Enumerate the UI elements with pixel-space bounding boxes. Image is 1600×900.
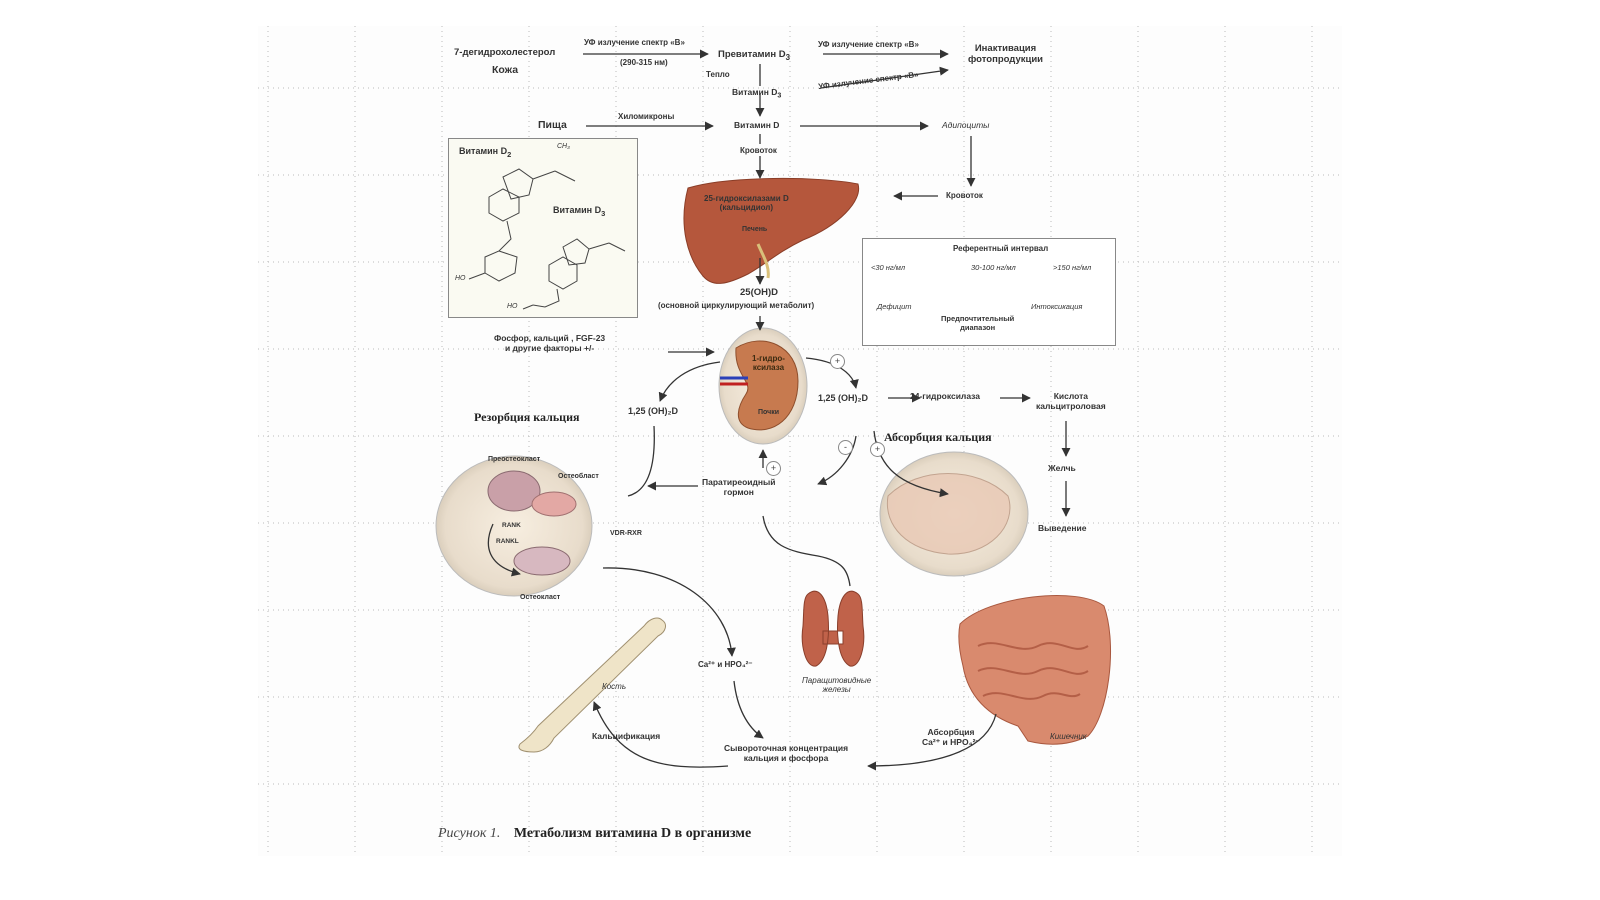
ca-hpo-label: Ca²⁺ и HPO₄²⁻	[698, 660, 753, 669]
hydroxylase24-label: 24-гидроксилаза	[910, 391, 980, 401]
chemical-structure-box: Витамин D2 CH₃ Витамин D3 HO HO	[448, 138, 638, 318]
reference-mid: 30-100 нг/мл	[971, 263, 1016, 272]
uv2-label: УФ излучение спектр «В»	[818, 40, 919, 49]
oh25d-label: 25(OH)D	[740, 287, 779, 298]
inactivation-label: Инактивация фотопродукции	[968, 43, 1044, 65]
reference-intoxication: Интоксикация	[1031, 302, 1083, 311]
bone-label: Кость	[602, 682, 627, 691]
vitd3-label: Витамин D3	[732, 87, 782, 100]
pth-label: Паратиреоидный гормон	[702, 477, 776, 497]
previtamin-label: Превитамин D3	[718, 49, 791, 62]
vitamin-d3-label: Витамин D3	[553, 205, 606, 218]
calcification-label: Кальцификация	[592, 731, 661, 741]
vitd-label: Витамин D	[734, 120, 780, 130]
structure-drawing	[468, 168, 626, 310]
heat-label: Тепло	[706, 70, 730, 79]
calcitroic-label: Кислота кальцитроловая	[1036, 391, 1106, 411]
reference-low: <30 нг/мл	[871, 263, 906, 272]
caption-number: Рисунок 1.	[438, 826, 501, 841]
plus-sign-3: +	[870, 442, 885, 457]
reference-title: Референтный интервал	[953, 244, 1049, 253]
oh125-right-label: 1,25 (OH)₂D	[818, 393, 869, 403]
uv1-label: УФ излучение спектр «В»	[584, 38, 685, 47]
illustrations	[435, 49, 1112, 771]
liver-organ-label: Печень	[742, 226, 768, 233]
rankl-label: RANKL	[496, 538, 519, 545]
plus-sign-1: +	[830, 354, 845, 369]
osteoclast-label: Остеокласт	[520, 594, 561, 601]
oh125-left-label: 1,25 (OH)₂D	[628, 406, 679, 416]
ho-label-2: HO	[507, 303, 518, 310]
bloodstream-label-2: Кровоток	[946, 191, 983, 200]
thyroid-shape	[801, 590, 865, 667]
ch3-label: CH₃	[557, 143, 570, 150]
intestine-shape	[958, 595, 1112, 745]
kidney-enzyme-label: 1-гидро- ксилаза	[752, 354, 785, 373]
rank-label: RANK	[502, 522, 521, 529]
dehydro-label: 7-дегидрохолестерол	[454, 47, 556, 58]
parathyroid-label: Паращитовидные железы	[802, 676, 872, 695]
absorption-ca-label: Абсорбция Ca²⁺ и HPO₄²⁻	[922, 727, 980, 747]
intestine-label: Кишечник	[1050, 732, 1087, 741]
figure-caption: Рисунок 1. Метаболизм витамина D в орган…	[438, 826, 751, 842]
vdr-label: VDR-RXR	[610, 530, 642, 537]
bile-label: Желчь	[1048, 463, 1076, 473]
excretion-label: Выведение	[1038, 523, 1087, 533]
main-metabolite-label: (основной циркулирующий метаболит)	[658, 301, 815, 310]
minus-sign-1: -	[838, 440, 853, 455]
caption-text: Метаболизм витамина D в организме	[513, 826, 752, 841]
bone-shape	[518, 617, 666, 753]
serum-label: Сывороточная концентрация кальция и фосф…	[724, 743, 849, 763]
absorption-heading: Абсорбция кальция	[884, 430, 992, 444]
osteoblast-label: Остеобласт	[558, 473, 599, 480]
kidney-organ-label: Почки	[758, 409, 780, 416]
nm-label: (290-315 нм)	[620, 58, 668, 67]
skin-label: Кожа	[492, 64, 519, 76]
reference-preferred: Предпочтительный диапазон	[941, 314, 1015, 332]
bloodstream-label-1: Кровоток	[740, 146, 777, 155]
adipocytes-label: Адипоциты	[942, 120, 990, 130]
reference-high: >150 нг/мл	[1053, 263, 1092, 272]
chylomicrons-label: Хиломикроны	[618, 112, 675, 121]
preosteoclast-label: Преостеокласт	[488, 456, 541, 463]
kidney-shape	[735, 340, 799, 431]
factors-label: Фосфор, кальций , FGF-23 и другие фактор…	[494, 333, 606, 353]
reference-interval-box: Референтный интервал <30 нг/мл 30-100 нг…	[862, 238, 1116, 346]
plus-sign-2: +	[766, 461, 781, 476]
liver-shape	[683, 177, 860, 284]
diagram-sheet: Витамин D2 CH₃ Витамин D3 HO HO Референт…	[258, 26, 1342, 856]
resorption-heading: Резорбция кальция	[474, 410, 580, 424]
reference-deficit: Дефицит	[877, 302, 912, 311]
vitamin-d2-label: Витамин D2	[459, 146, 512, 159]
ho-label-1: HO	[455, 275, 466, 282]
food-label: Пища	[538, 119, 567, 131]
liver-label: 25-гидроксилазами D (кальцидиол)	[704, 194, 789, 213]
